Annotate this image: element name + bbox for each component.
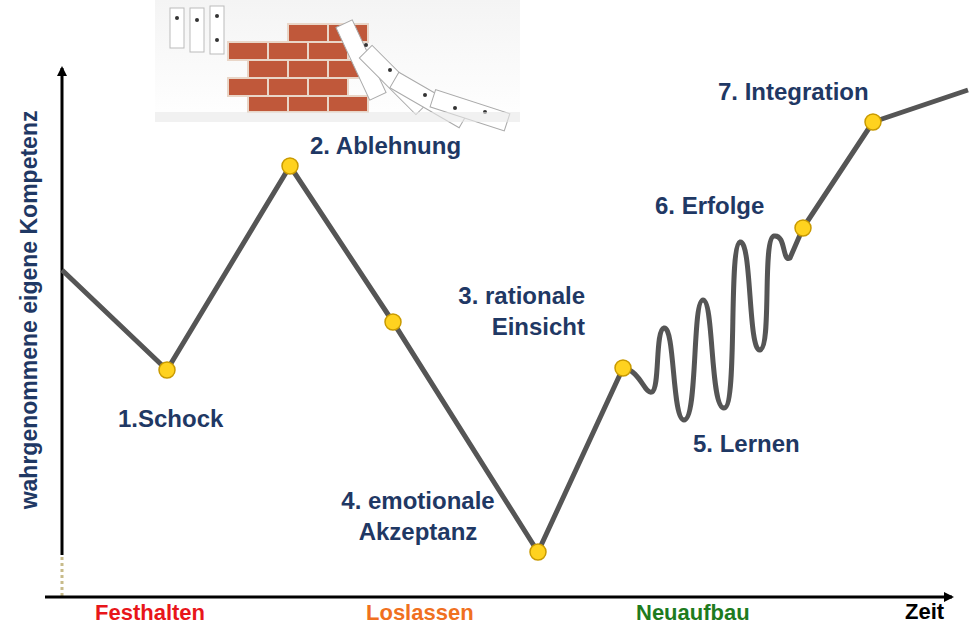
stage-label: 6. Erfolge — [655, 190, 815, 221]
phase-label: Loslassen — [366, 599, 526, 628]
x-axis — [45, 596, 952, 599]
stage-label: 3. rationale Einsicht — [420, 280, 585, 342]
phase-label: Neuaufbau — [636, 599, 806, 628]
stage-dots — [159, 114, 881, 560]
stage-label: 4. emotionale Akzeptanz — [318, 485, 518, 547]
stage-label: 5. Lernen — [693, 428, 853, 459]
axis-title: Zeit — [905, 598, 965, 627]
stage-label: 7. Integration — [718, 76, 938, 107]
domino-illustration — [155, 0, 520, 131]
axis-label: wahrgenommene eigene Kompetenz — [15, 50, 45, 570]
stage-label: 1.Schock — [118, 403, 278, 434]
stage-label: 2. Ablehnung — [310, 130, 530, 161]
phase-label: Festhalten — [95, 599, 255, 628]
y-axis-dotted — [61, 557, 64, 597]
change-curve — [62, 90, 968, 552]
y-axis — [61, 68, 64, 555]
